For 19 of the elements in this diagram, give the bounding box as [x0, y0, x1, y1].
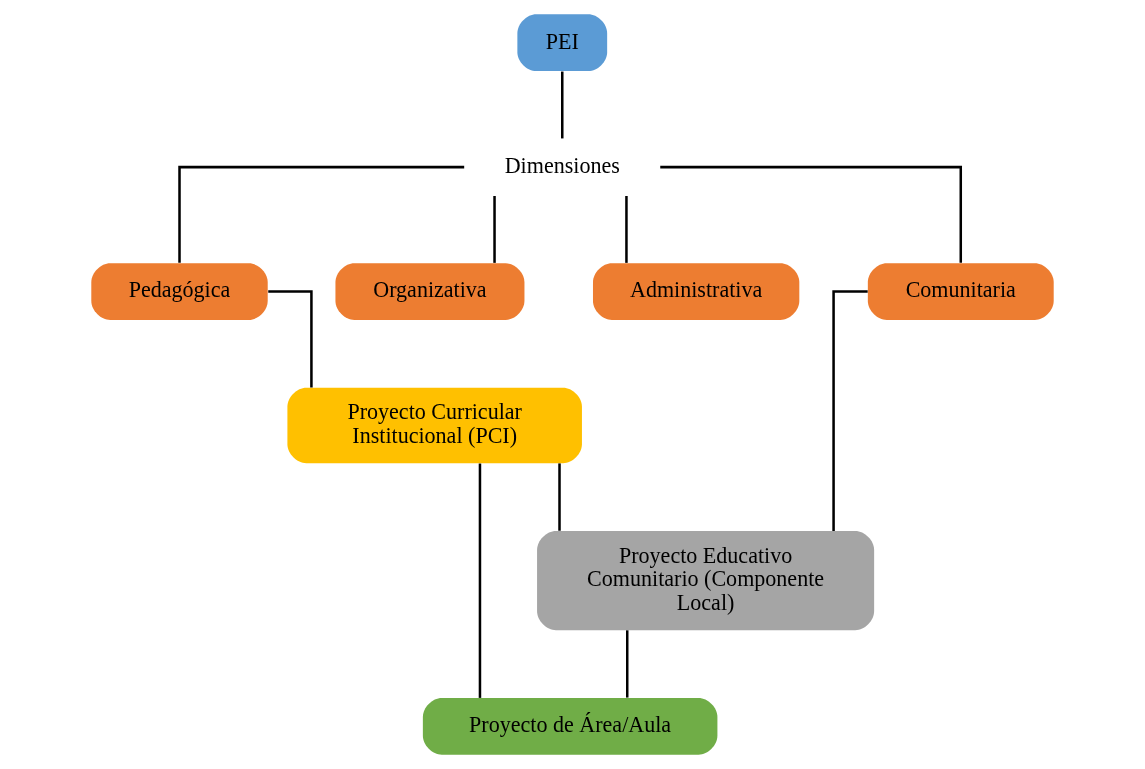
node-box: Proyecto Educativo Comunitario (Componente Local) — [537, 531, 875, 631]
connector — [178, 165, 465, 263]
connector — [493, 196, 496, 263]
node-box: Administrativa — [593, 263, 800, 320]
connector — [660, 165, 963, 263]
node-box: Comunitaria — [867, 263, 1054, 320]
node-box: Pedagógica — [91, 263, 268, 320]
node-box: Proyecto de Área/Aula — [422, 697, 718, 755]
connector — [268, 290, 313, 388]
node-box: Organizativa — [335, 263, 525, 320]
connector — [478, 463, 482, 698]
node-box: PEI — [517, 14, 608, 72]
connector — [626, 630, 629, 698]
connector — [832, 290, 868, 531]
connector — [561, 71, 564, 139]
connector — [625, 196, 628, 263]
node-text: Dimensiones — [504, 152, 620, 178]
connector — [558, 463, 561, 531]
node-box: Proyecto Curricular Institucional (PCI) — [287, 387, 582, 464]
